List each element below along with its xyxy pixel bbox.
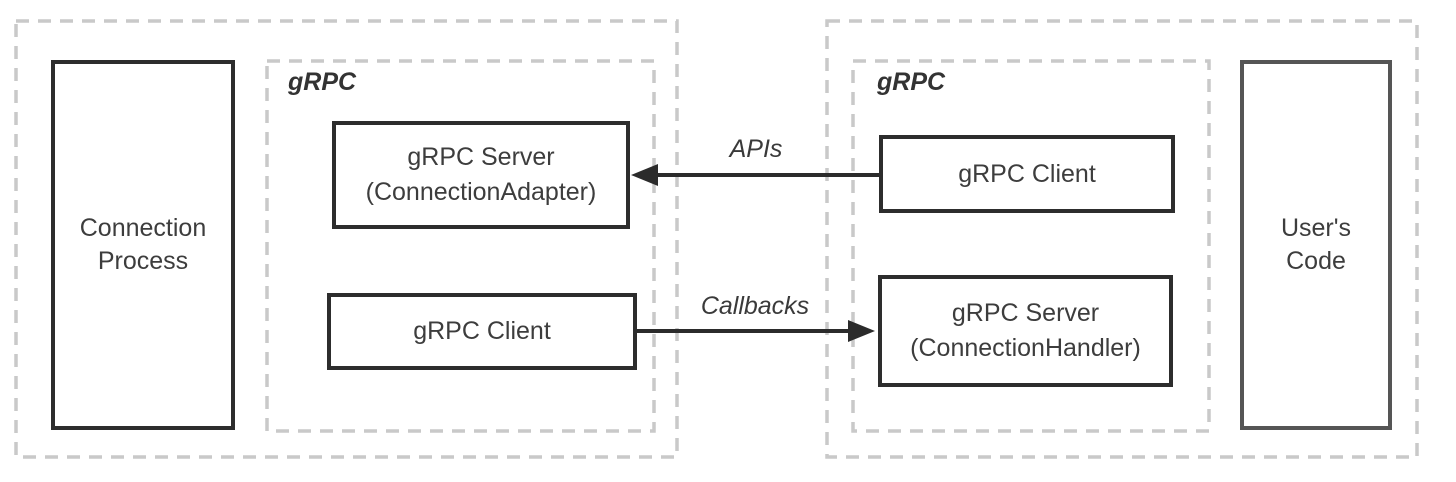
grpc-client-left-label: gRPC Client — [413, 317, 551, 345]
connection-process-label: Connection Process — [79, 214, 207, 275]
callbacks-arrow — [637, 320, 875, 342]
grpc-server-adapter-title: gRPC Server — [407, 143, 555, 171]
grpc-group-left-dashed-border — [265, 59, 656, 433]
apis-arrowhead-icon — [631, 164, 658, 186]
grpc-server-connection-adapter-box: gRPC Server (ConnectionAdapter) — [332, 121, 630, 229]
grpc-server-connection-handler-box: gRPC Server (ConnectionHandler) — [878, 275, 1173, 387]
users-code-label: User's Code — [1280, 214, 1352, 275]
apis-arrow — [631, 164, 879, 186]
callbacks-arrowhead-icon — [848, 320, 875, 342]
grpc-client-left-box: gRPC Client — [327, 293, 637, 370]
grpc-group-left-label: gRPC — [288, 68, 357, 96]
grpc-server-handler-subtitle: (ConnectionHandler) — [910, 334, 1141, 362]
grpc-group-right-label: gRPC — [877, 68, 946, 96]
connection-process-box: Connection Process — [51, 60, 235, 430]
callbacks-arrow-label: Callbacks — [700, 292, 810, 320]
grpc-server-handler-title: gRPC Server — [951, 299, 1100, 327]
apis-arrow-label: APIs — [729, 135, 783, 163]
grpc-client-right-box: gRPC Client — [879, 135, 1175, 213]
grpc-server-adapter-subtitle: (ConnectionAdapter) — [365, 178, 597, 206]
grpc-client-right-label: gRPC Client — [958, 159, 1096, 188]
users-code-box: User's Code — [1240, 60, 1392, 430]
